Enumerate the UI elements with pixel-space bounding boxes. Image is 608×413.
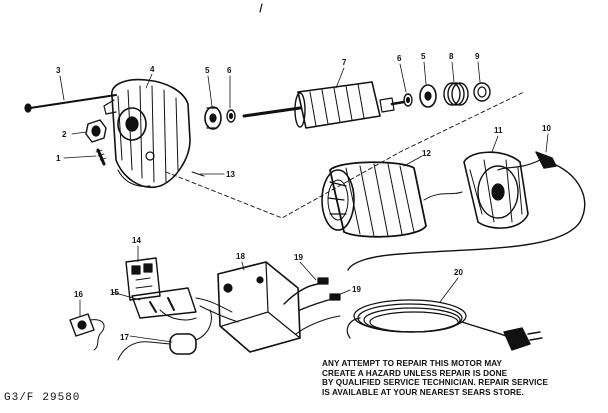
label-part-19: 19 [294, 253, 303, 262]
label-part-20: 20 [454, 268, 463, 277]
part-screw-1 [95, 148, 107, 166]
part-capacitor-17 [117, 309, 212, 361]
label-part-15: 15 [110, 288, 119, 297]
label-part-5: 5 [205, 66, 210, 75]
label-part-12: 12 [422, 149, 431, 158]
label-part-5-right: 5 [421, 52, 426, 61]
label-part-8: 8 [449, 52, 454, 61]
warning-line: CREATE A HAZARD UNLESS REPAIR IS DONE [322, 368, 508, 378]
label-part-13: 13 [226, 170, 235, 179]
part-washer-6 [226, 109, 236, 123]
label-part-2: 2 [62, 130, 67, 139]
label-part-3: 3 [56, 66, 61, 75]
part-clip-9 [473, 82, 491, 102]
part-washer-6b [403, 93, 413, 107]
warning-line: BY QUALIFIED SERVICE TECHNICIAN. REPAIR … [322, 378, 549, 388]
label-part-14: 14 [132, 236, 141, 245]
part-switch-box-18 [195, 261, 301, 353]
label-part-6-right: 6 [397, 54, 402, 63]
label-part-17: 17 [120, 333, 129, 342]
part-bearing-5b [419, 84, 437, 108]
label-part-16: 16 [74, 290, 83, 299]
part-spring-8 [443, 82, 469, 106]
figure-code: G3/F 29580 [4, 392, 88, 404]
part-screw-13 [191, 171, 205, 177]
figure-code-prefix: G3/F [4, 392, 35, 404]
part-lead-cord-10 [347, 151, 586, 271]
part-rotor-7 [242, 81, 406, 129]
label-part-1: 1 [56, 154, 61, 163]
warning-line: ANY ATTEMPT TO REPAIR THIS MOTOR MAY [322, 359, 503, 368]
part-stator-12 [321, 161, 463, 238]
label-part-4: 4 [150, 65, 155, 74]
part-bearing-5 [204, 106, 222, 130]
figure-code-number: 29580 [42, 392, 81, 404]
repair-warning-note: ANY ATTEMPT TO REPAIR THIS MOTOR MAY CRE… [322, 359, 602, 397]
label-part-6: 6 [227, 66, 232, 75]
label-part-19b: 19 [352, 285, 361, 294]
part-number-labels: 3 2 1 4 5 6 7 6 5 8 9 10 11 12 13 14 15 … [56, 52, 551, 342]
label-part-10: 10 [542, 124, 551, 133]
part-wire-19 [283, 277, 341, 311]
part-switch-15 [131, 287, 197, 321]
part-end-housing-4 [103, 78, 191, 189]
leader-lines [59, 61, 549, 343]
label-part-7: 7 [342, 58, 347, 67]
part-terminal-board-14 [125, 257, 161, 301]
part-bolt-3 [24, 94, 117, 113]
label-part-9: 9 [475, 52, 480, 61]
part-connector-16 [69, 313, 105, 351]
part-power-cord-20 [295, 299, 543, 351]
part-end-housing-11 [463, 151, 529, 229]
part-nut-2 [85, 119, 107, 143]
warning-line: IS AVAILABLE AT YOUR NEAREST SEARS STORE… [322, 387, 524, 397]
label-part-18: 18 [236, 252, 245, 261]
stray-mark [259, 3, 263, 13]
label-part-11: 11 [494, 126, 503, 135]
